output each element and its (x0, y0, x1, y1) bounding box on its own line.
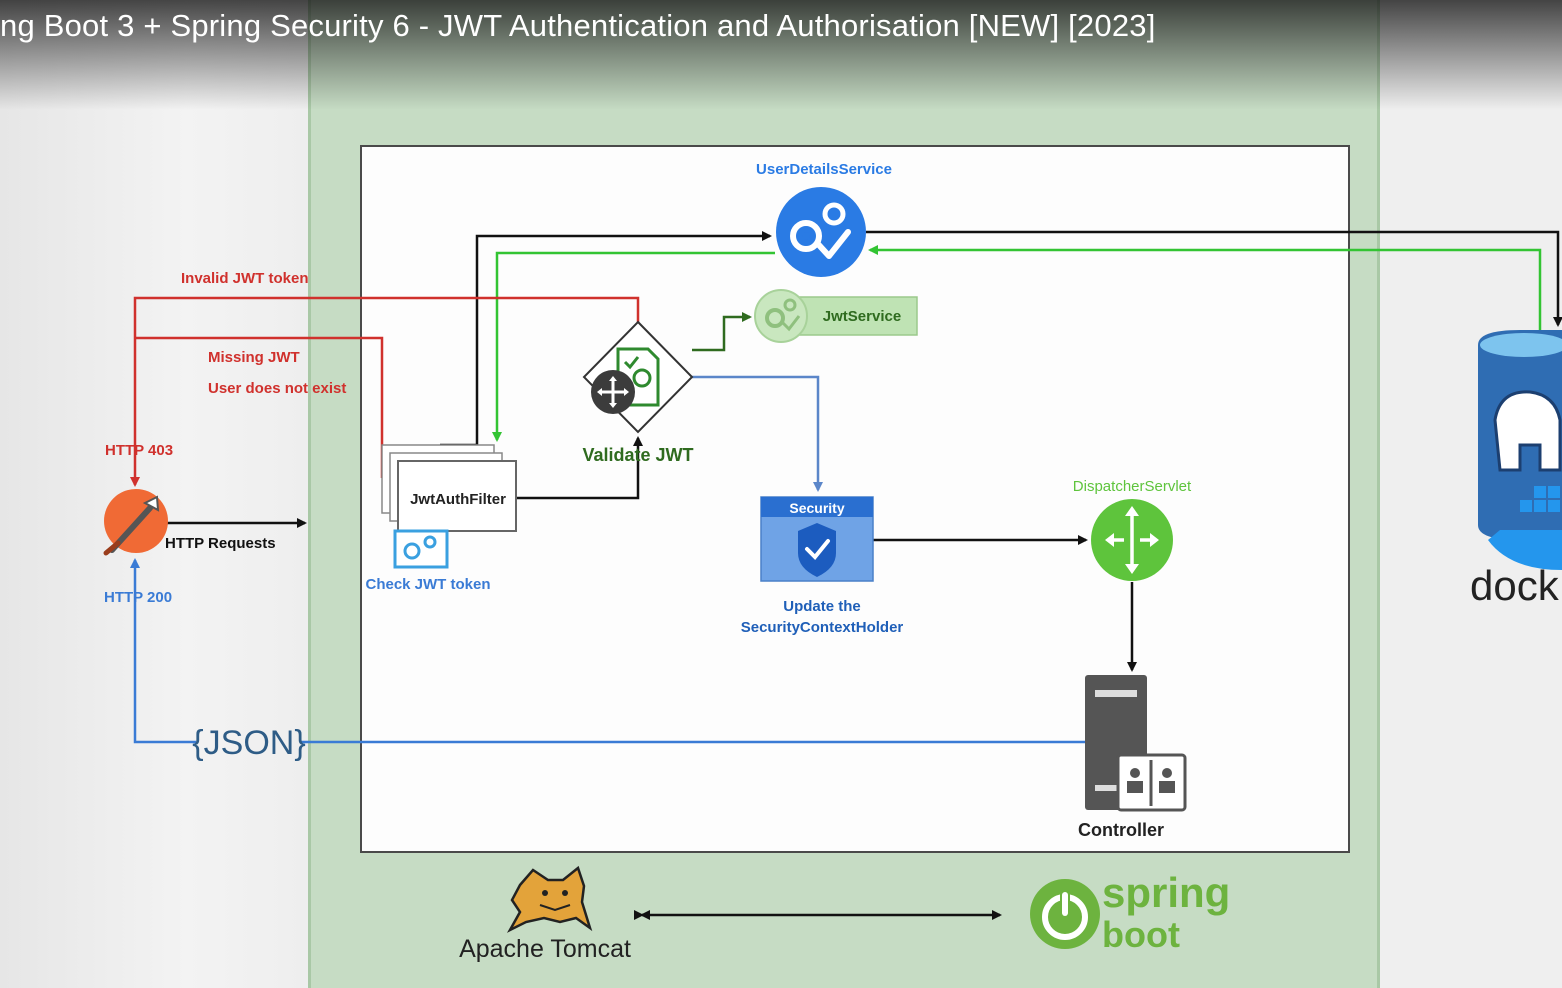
missing-jwt-line (135, 336, 384, 478)
update-context-label-line1: Update the (783, 598, 861, 615)
jwt-auth-filter-label: JwtAuthFilter (410, 491, 506, 508)
validate-jwt-label: Validate JWT (582, 445, 693, 465)
security-badge-label: Security (789, 500, 844, 516)
router-arrows-icon (1091, 499, 1173, 581)
dispatcher-servlet-label: DispatcherServlet (1073, 478, 1192, 495)
userdetails-to-db-arrow (866, 230, 1562, 327)
gears-icon (393, 529, 449, 569)
tomcat-cat-logo (506, 865, 593, 933)
validate-to-jwtservice-arrow (692, 312, 752, 352)
json-to-client-arrow (130, 558, 196, 744)
move-icon (591, 370, 635, 414)
video-title-overlay: ng Boot 3 + Spring Security 6 - JWT Auth… (0, 0, 1562, 110)
video-title[interactable]: ng Boot 3 + Spring Security 6 - JWT Auth… (0, 8, 1156, 43)
json-label: {JSON} (192, 724, 305, 762)
invalid-jwt-token-label: Invalid JWT token (181, 270, 309, 287)
userdetails-to-filter-arrow (492, 251, 775, 442)
user-details-service-label: UserDetailsService (756, 161, 892, 178)
spring-label: spring (1102, 869, 1230, 916)
jwt-auth-filter-node: JwtAuthFilter (381, 444, 517, 569)
security-node: Security (760, 496, 874, 582)
apache-tomcat-label: Apache Tomcat (459, 935, 631, 963)
jwt-service-node: JwtService (754, 289, 918, 343)
http-requests-label: HTTP Requests (165, 535, 276, 552)
missing-jwt-label: Missing JWT (208, 349, 300, 366)
http-403-label: HTTP 403 (105, 442, 173, 459)
gears-check-icon (776, 187, 866, 277)
left-background (0, 0, 310, 988)
http-200-label: HTTP 200 (104, 589, 172, 606)
power-logo (1030, 879, 1100, 949)
db-to-userdetails-arrow (868, 245, 1542, 330)
update-context-label-line2: SecurityContextHolder (741, 619, 904, 636)
filter-to-userdetails-arrow (440, 231, 772, 447)
user-not-exist-label: User does not exist (208, 380, 346, 397)
server-book-icon (1085, 675, 1187, 812)
validate-jwt-node (582, 320, 694, 434)
invalid-jwt-arrow (130, 296, 640, 487)
controller-label: Controller (1078, 820, 1164, 840)
docker-whale-logo (1488, 486, 1562, 570)
shield-check-icon (798, 523, 836, 577)
boot-label: boot (1102, 914, 1180, 955)
docker-label: dock (1470, 562, 1560, 609)
jwt-service-label: JwtService (823, 308, 901, 325)
postman-icon (103, 489, 168, 556)
check-jwt-token-label: Check JWT token (365, 576, 490, 593)
filter-to-validate-arrow (517, 436, 643, 500)
gears-check-icon (754, 289, 808, 343)
validate-to-security-arrow (692, 375, 823, 492)
